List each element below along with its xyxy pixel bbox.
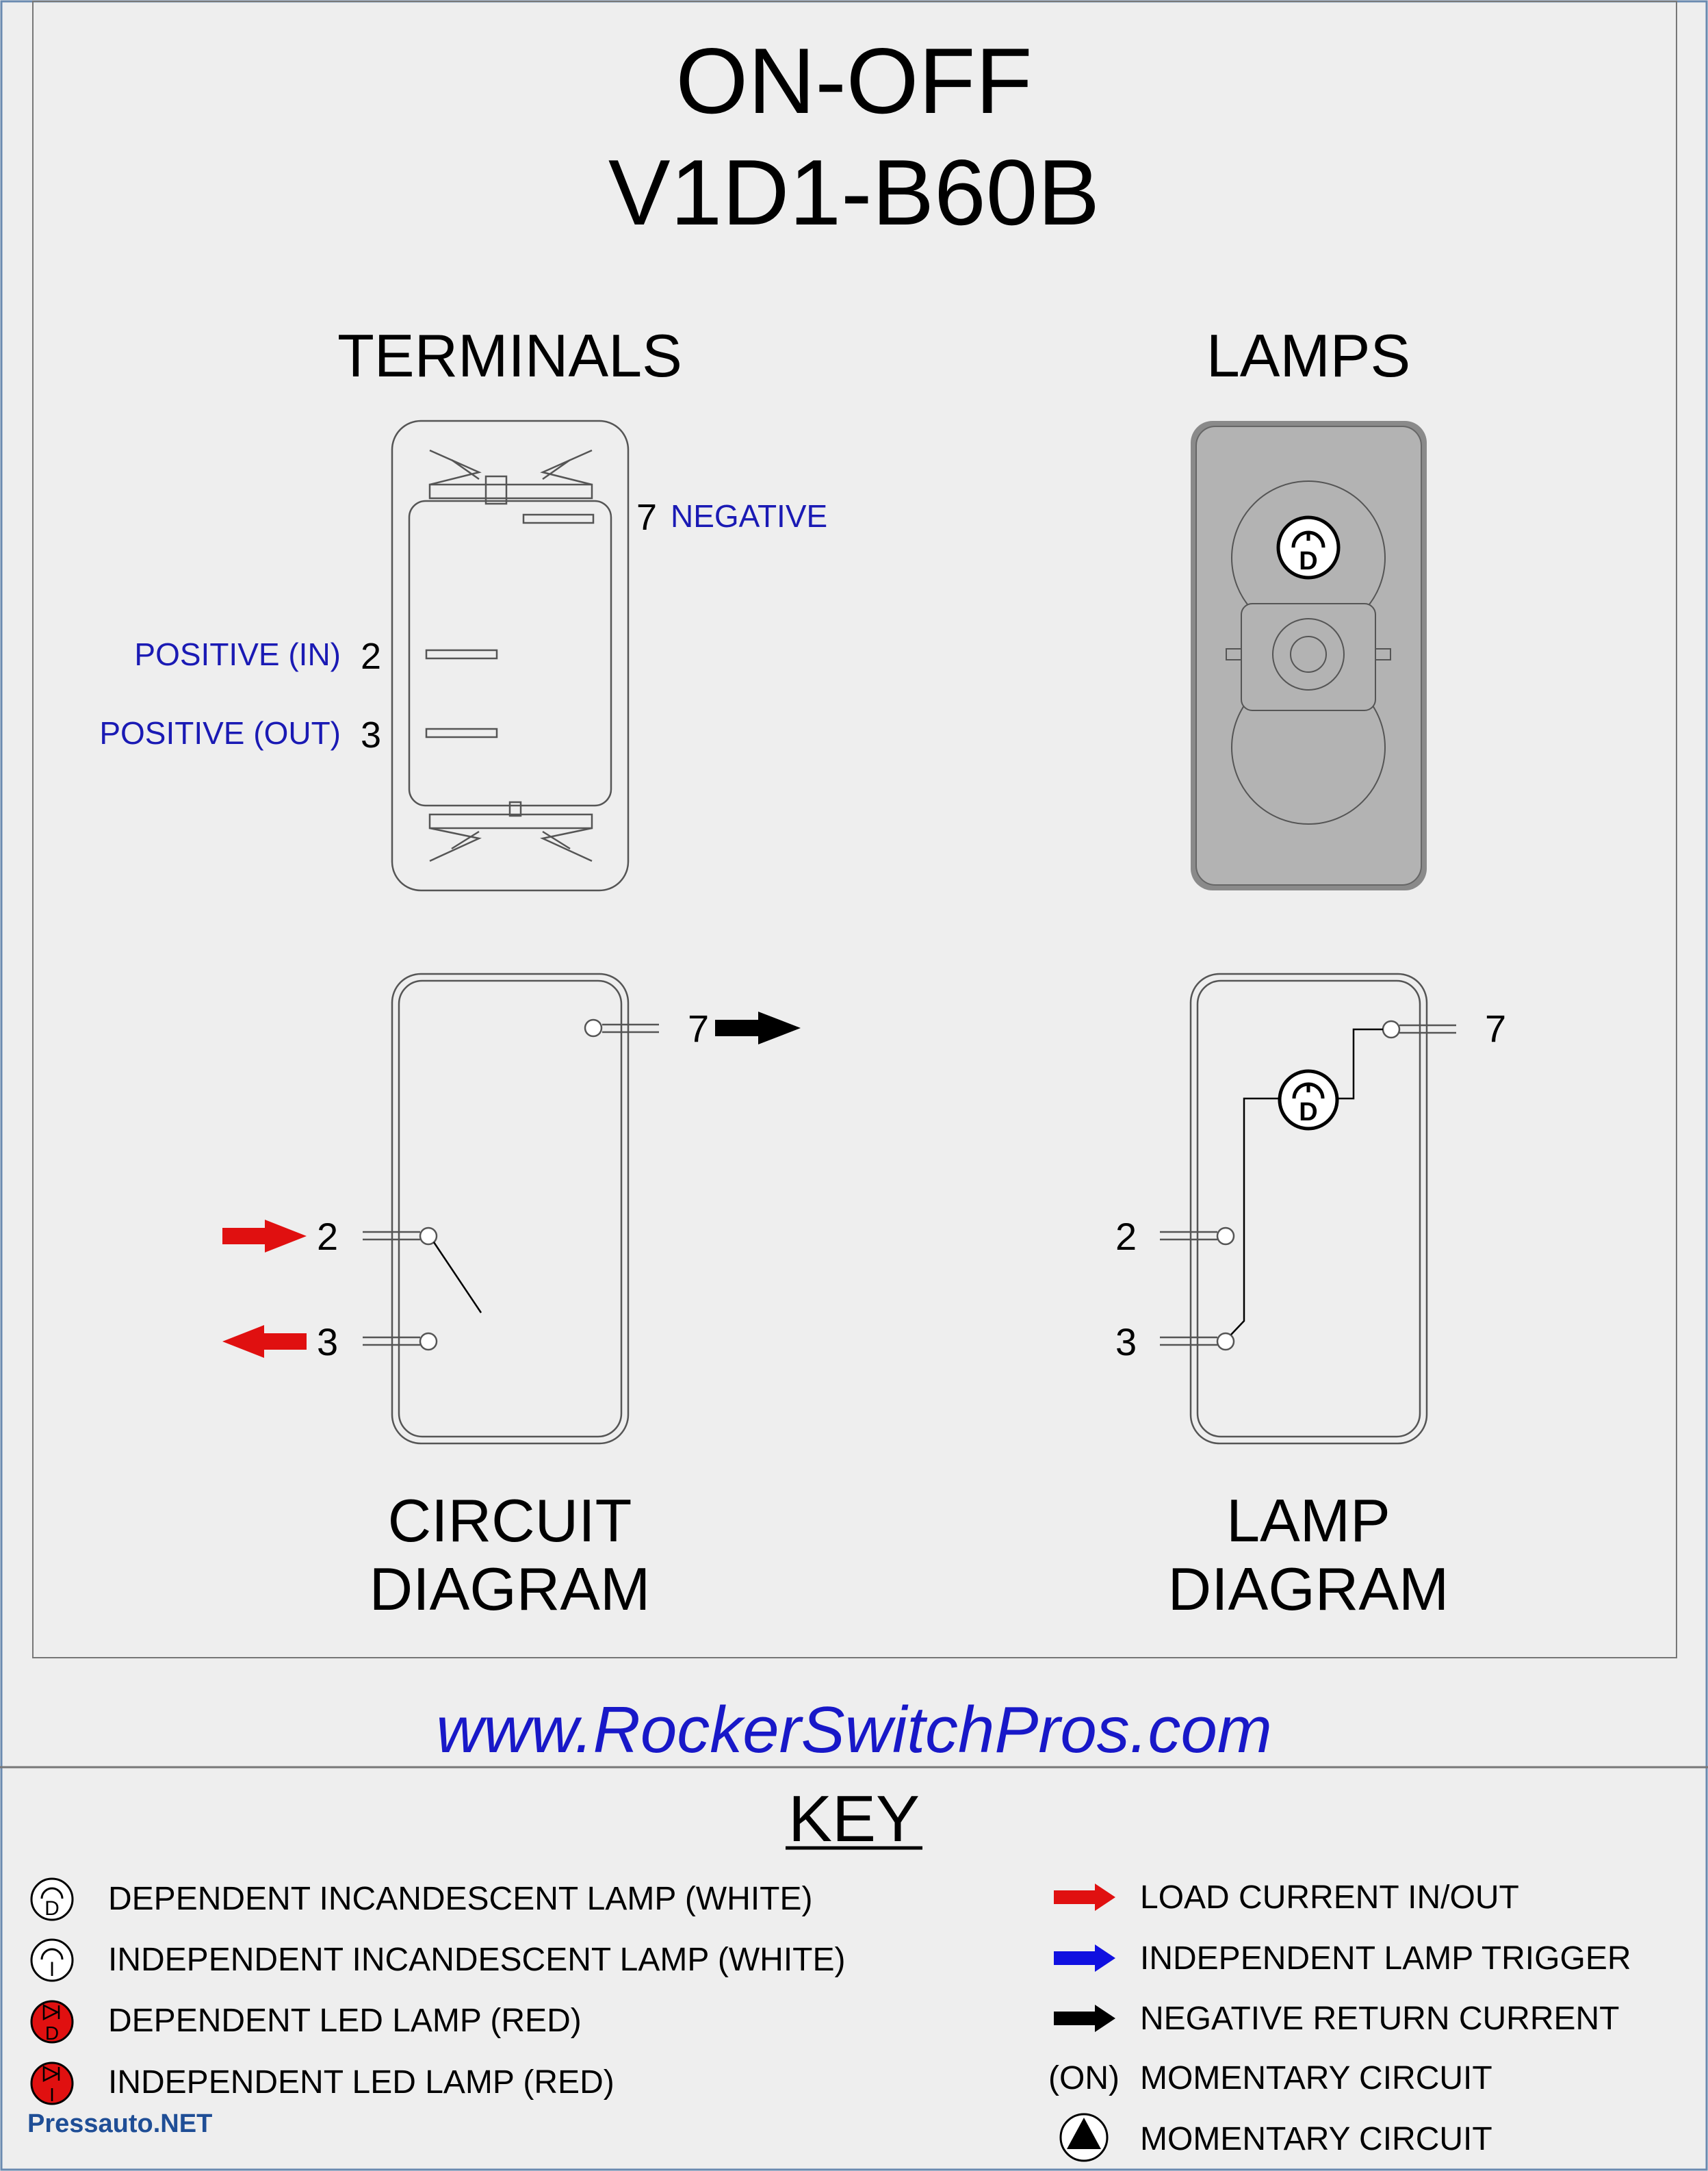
lamp-diagram-pin-3 [1160, 1332, 1235, 1351]
lamps-heading: LAMPS [1206, 322, 1410, 389]
key-lamp-letter: I [49, 1958, 55, 1981]
key-heading: KEY [788, 1782, 920, 1855]
terminal-3-number: 3 [361, 715, 381, 756]
switch-contact-line [432, 1242, 482, 1313]
drawing-frame [32, 1, 1677, 1658]
dependent-led-lamp-icon: D [30, 2000, 74, 2044]
lamp-diagram-letter: D [1299, 1098, 1317, 1127]
terminal-2-label: POSITIVE (IN) [134, 637, 341, 672]
negative-return-arrow [715, 1012, 801, 1044]
key-right-label: INDEPENDENT LAMP TRIGGER [1140, 1940, 1631, 1977]
terminal-7-label: NEGATIVE [671, 498, 827, 534]
key-right-label: MOMENTARY CIRCUIT [1140, 2121, 1492, 2157]
on-text-icon: (ON) [1048, 2060, 1120, 2096]
lamp-diagram-3-number: 3 [1115, 1320, 1137, 1363]
key-left-label: DEPENDENT INCANDESCENT LAMP (WHITE) [108, 1881, 812, 1917]
lamp-diagram-2-number: 2 [1115, 1215, 1137, 1258]
circuit-caption-line-1: CIRCUIT [388, 1487, 632, 1554]
dependent-incandescent-lamp-icon: D [30, 1877, 74, 1921]
terminal-pin-2 [425, 649, 498, 660]
key-lamp-letter: I [49, 2084, 55, 2105]
momentary-triangle-icon [1059, 2113, 1109, 2162]
key-left-label: INDEPENDENT INCANDESCENT LAMP (WHITE) [108, 1942, 845, 1978]
circuit-2-number: 2 [317, 1215, 338, 1258]
circuit-pin-3 [363, 1332, 438, 1351]
lamps-switch-face [1191, 421, 1427, 890]
independent-led-lamp-icon: I [30, 2061, 74, 2105]
load-current-out-arrow [222, 1325, 307, 1358]
title-line-1: ON-OFF [675, 29, 1032, 133]
key-right-label: LOAD CURRENT IN/OUT [1140, 1879, 1519, 1916]
key-right-label: MOMENTARY CIRCUIT [1140, 2060, 1492, 2096]
lamp-wire-to-pin-7 [1338, 1028, 1383, 1100]
circuit-7-number: 7 [688, 1007, 709, 1050]
red-arrow-icon [1054, 1884, 1115, 1911]
key-lamp-letter: D [45, 2022, 59, 2044]
terminal-7-number: 7 [636, 497, 657, 538]
circuit-caption-line-2: DIAGRAM [370, 1555, 651, 1623]
key-left-label: INDEPENDENT LED LAMP (RED) [108, 2064, 614, 2101]
lamp-letter: D [1299, 547, 1317, 576]
lamp-caption-line-1: LAMP [1226, 1487, 1390, 1554]
independent-incandescent-lamp-icon: I [30, 1938, 74, 1982]
dependent-lamp-icon: D [1276, 515, 1341, 580]
terminals-switch-body [391, 420, 630, 892]
key-lamp-letter: D [44, 1897, 60, 1920]
terminal-2-number: 2 [361, 636, 381, 677]
black-arrow-icon [1054, 2005, 1115, 2032]
key-right-label: NEGATIVE RETURN CURRENT [1140, 2001, 1619, 2037]
terminal-3-label: POSITIVE (OUT) [99, 715, 341, 751]
lamp-caption-line-2: DIAGRAM [1168, 1555, 1449, 1623]
lamp-diagram-outline [1189, 973, 1428, 1445]
load-current-in-arrow [222, 1220, 307, 1252]
circuit-pin-7 [584, 1018, 659, 1038]
lamp-wire-to-pin-3 [1230, 1097, 1278, 1335]
blue-arrow-icon [1054, 1944, 1115, 1972]
terminal-pin-3 [425, 728, 498, 738]
terminals-heading: TERMINALS [337, 322, 682, 389]
circuit-switch-outline [391, 973, 630, 1445]
terminal-pin-7 [522, 513, 595, 524]
key-left-label: DEPENDENT LED LAMP (RED) [108, 2003, 582, 2039]
circuit-pin-2 [363, 1226, 438, 1246]
circuit-3-number: 3 [317, 1320, 338, 1363]
title-line-2: V1D1-B60B [608, 140, 1100, 244]
watermark: Pressauto.NET [27, 2109, 213, 2138]
website-link[interactable]: www.RockerSwitchPros.com [436, 1693, 1272, 1767]
lamp-diagram-pin-2 [1160, 1226, 1235, 1246]
lamp-diagram-dependent-lamp-icon: D [1278, 1069, 1339, 1131]
lamp-diagram-pin-7 [1382, 1020, 1456, 1039]
lamp-diagram-7-number: 7 [1485, 1007, 1506, 1050]
